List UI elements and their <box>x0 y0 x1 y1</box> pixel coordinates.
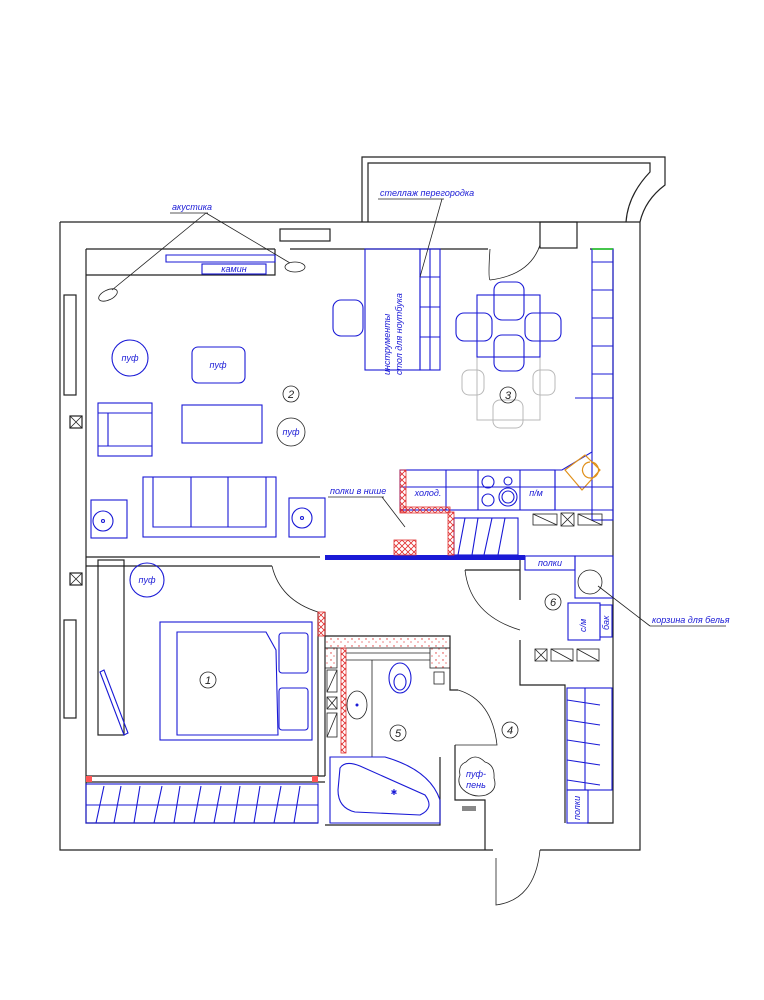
hall-shelves <box>566 789 589 824</box>
dining-table-alt <box>476 356 541 421</box>
sofa <box>142 476 277 538</box>
room-number-badge <box>544 593 562 611</box>
speaker-icon <box>284 261 306 273</box>
hatched-wall <box>399 469 407 513</box>
bedroom: пуф 1 <box>85 559 326 824</box>
bed <box>159 621 313 741</box>
living-room: камин акустика пуф пуф 2 пуф <box>90 202 326 539</box>
room-number-4: 4 <box>507 725 513 737</box>
fridge-label: холод. <box>414 488 442 498</box>
acoustics-leader <box>111 212 291 291</box>
dining-area: 3 <box>455 281 562 429</box>
exterior-walls <box>59 221 641 851</box>
balcony-door-frame <box>539 221 578 249</box>
room-number-badge <box>389 724 407 742</box>
work-area: инструменты стол для ноутбука стеллаж пе… <box>332 188 474 375</box>
utility-closet: полки 6 с/м бак корзина для белья <box>524 555 730 662</box>
speaker-icon <box>98 288 118 302</box>
doors[interactable] <box>271 244 541 906</box>
dining-chair <box>493 334 525 372</box>
desk-strip <box>97 559 125 736</box>
pouf-stump-label: пуф- <box>466 769 486 779</box>
bathroom-door[interactable] <box>455 689 498 746</box>
pillow <box>278 687 309 731</box>
kitchen: холод. п/м полки в нише <box>328 248 614 556</box>
hall-wardrobe <box>566 687 613 791</box>
room-number-badge <box>499 386 517 404</box>
room-number-badge <box>199 671 217 689</box>
acoustics-label: акустика <box>172 202 212 212</box>
ventilation-shaft <box>69 415 83 429</box>
pouf-label: пуф <box>139 575 156 585</box>
pouf-label: пуф <box>283 427 300 437</box>
coffee-table <box>181 404 263 444</box>
room-number-6: 6 <box>550 597 557 609</box>
bathroom: 5 ✱ <box>324 635 451 824</box>
hall-shelves-label: полки <box>572 796 582 820</box>
pouf <box>276 417 306 447</box>
washing-machine-label: с/м <box>578 619 588 632</box>
dining-chair <box>524 312 562 342</box>
pouf <box>191 346 246 384</box>
bedroom-chair <box>99 669 129 736</box>
kitchen-sink <box>564 454 601 491</box>
shelves-in-niche-label: полки в нише <box>330 486 386 496</box>
entrance-door[interactable] <box>495 849 541 906</box>
window-bedroom <box>63 619 77 719</box>
tv-unit <box>165 254 276 263</box>
closet-door[interactable] <box>464 569 521 631</box>
tools-label: инструменты <box>382 313 392 375</box>
side-table <box>288 497 326 538</box>
dining-chair <box>455 312 493 342</box>
room-number-5: 5 <box>395 728 402 740</box>
office-chair <box>332 299 364 337</box>
dishwasher-label: п/м <box>529 488 543 498</box>
toilet <box>388 662 412 694</box>
pouf-stump-label: пень <box>466 780 486 790</box>
bathtub: ✱ <box>329 756 441 824</box>
laptop-desk <box>364 248 421 371</box>
pouf-label: пуф <box>210 360 227 370</box>
balcony <box>361 156 666 223</box>
pouf <box>111 339 149 377</box>
room-number-badge <box>282 385 300 403</box>
bidet <box>433 671 445 685</box>
laundry-basket <box>577 569 603 595</box>
cooktop-icon <box>481 475 518 507</box>
balcony-door[interactable] <box>488 244 541 281</box>
room-number-2: 2 <box>287 389 294 401</box>
side-table <box>90 499 128 539</box>
dining-table <box>476 294 541 358</box>
laptop-desk-label: стол для ноутбука <box>394 293 404 375</box>
boiler <box>599 604 613 638</box>
ventilation-shaft <box>69 572 83 586</box>
pouf-stump <box>458 756 496 797</box>
room-number-badge <box>501 721 519 739</box>
fireplace <box>201 263 267 275</box>
sliding-partition <box>325 555 525 560</box>
bedroom-wardrobe <box>85 783 319 824</box>
armchair <box>97 402 153 457</box>
room-number-3: 3 <box>505 390 512 402</box>
bedroom-door[interactable] <box>271 565 319 613</box>
pouf <box>129 562 165 598</box>
hallway: 4 пуф- пень полки <box>458 687 613 824</box>
drain-icon: ✱ <box>391 788 398 797</box>
shelf-partition-label: стеллаж перегородка <box>380 188 474 198</box>
pouf-label: пуф <box>122 353 139 363</box>
closet-shelves-label: полки <box>538 558 562 568</box>
boiler-label: бак <box>601 615 611 630</box>
room-number-1: 1 <box>205 675 211 687</box>
dining-chair <box>493 281 525 321</box>
laundry-basket-label: корзина для белья <box>652 615 730 625</box>
pillow <box>278 632 309 674</box>
washbasin <box>346 690 368 720</box>
fireplace-label: камин <box>221 264 246 274</box>
window-living <box>63 294 77 396</box>
